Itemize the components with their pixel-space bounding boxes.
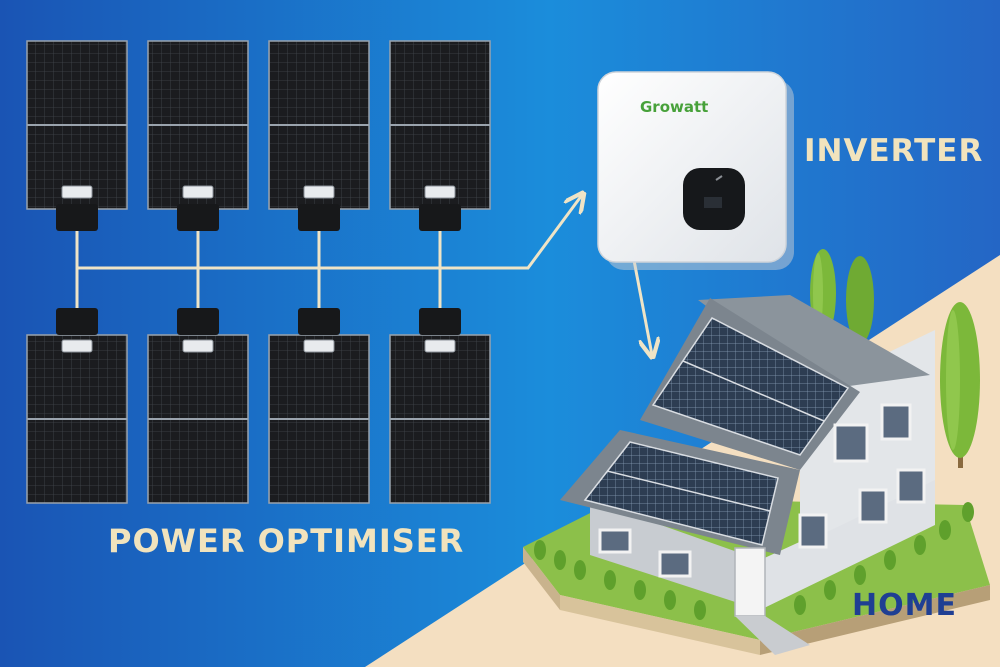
solar-panel-icon bbox=[268, 40, 370, 210]
top-panel-row bbox=[26, 40, 491, 210]
wiring bbox=[75, 195, 652, 355]
power-optimiser-icon bbox=[419, 185, 461, 231]
roof-solar-array bbox=[583, 441, 779, 546]
house-icon bbox=[523, 295, 990, 655]
power-optimiser-icon bbox=[298, 185, 340, 231]
bottom-panel-row bbox=[26, 334, 491, 504]
solar-panel-icon bbox=[26, 334, 128, 504]
inverter-icon: Growatt bbox=[597, 71, 794, 270]
power-optimiser-icon bbox=[177, 185, 219, 231]
power-optimiser-icon bbox=[56, 185, 98, 231]
power-optimiser-icon bbox=[56, 308, 98, 353]
power-optimiser-icon bbox=[298, 308, 340, 353]
solar-panel-icon bbox=[268, 334, 370, 504]
arrow-to-home bbox=[631, 254, 652, 355]
solar-panel-icon bbox=[389, 334, 491, 504]
solar-panel-icon bbox=[26, 40, 128, 210]
power-optimiser-icon bbox=[177, 308, 219, 353]
roof-solar-array bbox=[651, 317, 850, 456]
tree-icon bbox=[846, 256, 874, 344]
arrow-to-inverter bbox=[440, 195, 582, 270]
solar-panel-icon bbox=[147, 334, 249, 504]
solar-panel-icon bbox=[147, 40, 249, 210]
power-optimiser-label: POWER OPTIMISER bbox=[108, 522, 465, 560]
home-label: HOME bbox=[852, 588, 957, 623]
bottom-optimiser-row bbox=[56, 308, 461, 353]
tree-group bbox=[810, 249, 980, 468]
house-door bbox=[734, 547, 766, 617]
inverter-brand: Growatt bbox=[640, 98, 708, 116]
tree-icon bbox=[940, 302, 980, 468]
inverter-label: INVERTER bbox=[804, 133, 984, 169]
solar-panel-icon bbox=[389, 40, 491, 210]
power-optimiser-icon bbox=[419, 308, 461, 353]
top-optimiser-row bbox=[56, 185, 461, 231]
